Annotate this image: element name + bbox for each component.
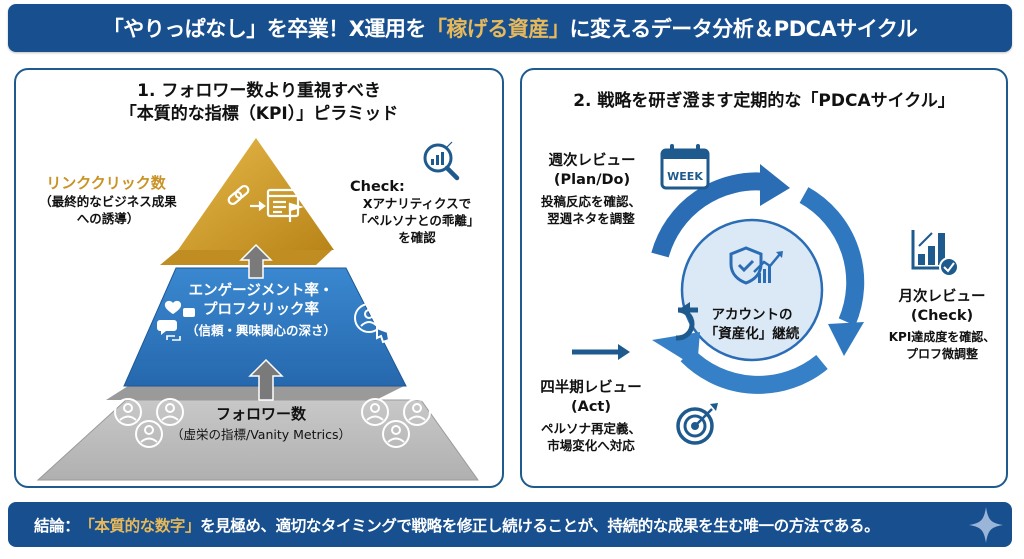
check-line1: Xアナリティクスで bbox=[362, 196, 472, 211]
middle-tier-shadow bbox=[106, 386, 404, 400]
comment-icon bbox=[157, 320, 177, 335]
retweet-icon bbox=[166, 335, 181, 341]
cycle-arrow-bottom bbox=[652, 332, 828, 394]
conclusion-banner: 結論：「本質的な数字」を見極め、適切なタイミングで戦略を修正し続けることが、持続… bbox=[8, 502, 1012, 547]
pyramid-graphic bbox=[36, 138, 479, 481]
middle-tier-description: （信頼・興味関心の深さ） bbox=[185, 323, 336, 338]
title-prefix: 「やりっぱなし」を卒業！X運用を bbox=[102, 17, 427, 41]
quarterly-line1: ペルソナ再定義、 bbox=[540, 421, 641, 436]
check-line2: 「ペルソナとの乖離」 bbox=[354, 213, 480, 228]
base-tier-label: フォロワー数 bbox=[215, 405, 306, 423]
middle-tier-label-line1: エンゲージメント率・ bbox=[188, 283, 334, 299]
top-tier-description-line2: への誘導） bbox=[76, 211, 140, 226]
monthly-title: 月次レビュー bbox=[898, 289, 986, 305]
title-suffix: に変えるデータ分析＆PDCAサイクル bbox=[569, 17, 918, 41]
base-tier-description: （虚栄の指標/Vanity Metrics） bbox=[171, 427, 351, 442]
weekly-title: 週次レビュー bbox=[548, 153, 636, 169]
center-line2: 「資産化」継続 bbox=[704, 326, 800, 342]
conclusion-highlight: 「本質的な数字」 bbox=[79, 516, 201, 535]
title-highlight: 「稼げる資産」 bbox=[425, 17, 570, 41]
center-circle bbox=[680, 218, 824, 362]
kpi-pyramid-panel: 1. フォロワー数より重視すべき 「本質的な指標（KPI）」ピラミッド bbox=[14, 68, 504, 488]
pyramid-title-line2: 「本質的な指標（KPI）」ピラミッド bbox=[119, 104, 399, 124]
quarterly-line2: 市場変化へ対応 bbox=[547, 438, 635, 453]
pdca-title: 2. 戦略を研ぎ澄ます定期的な「PDCAサイクル」 bbox=[573, 91, 955, 111]
pyramid-title-line1: 1. フォロワー数より重視すべき bbox=[137, 81, 381, 101]
check-line3: を確認 bbox=[398, 230, 436, 245]
sparkle-icon bbox=[969, 507, 1003, 543]
header-banner: 「やりっぱなし」を卒業！X運用を「稼げる資産」に変えるデータ分析＆PDCAサイク… bbox=[8, 4, 1012, 52]
quarterly-phase: (Act) bbox=[570, 399, 611, 415]
pdca-graphic: WEEK bbox=[572, 144, 959, 445]
conclusion-suffix: を見極め、適切なタイミングで戦略を修正し続けることが、持続的な成果を生む唯一の方… bbox=[200, 516, 880, 535]
target-icon bbox=[676, 403, 718, 445]
conclusion-prefix: 結論： bbox=[34, 516, 80, 535]
check-heading: Check: bbox=[350, 179, 405, 195]
middle-tier-label-line2: プロフクリック率 bbox=[203, 302, 319, 318]
monthly-line2: プロフ微調整 bbox=[905, 347, 978, 361]
u-turn-arrow-icon bbox=[572, 302, 698, 360]
top-tier bbox=[178, 138, 334, 250]
top-tier-description-line1: （最終的なビジネス成果 bbox=[39, 194, 177, 209]
monthly-line1: KPI達成度を確認、 bbox=[888, 330, 996, 344]
bar-chart-check-icon bbox=[911, 230, 959, 277]
user-group-icon bbox=[114, 398, 184, 448]
shield-growth-icon bbox=[729, 246, 783, 285]
profile-click-icon bbox=[354, 303, 394, 344]
link-to-landing-page-icon bbox=[227, 184, 304, 222]
up-arrow-icon bbox=[248, 358, 284, 401]
middle-tier bbox=[123, 267, 407, 387]
cycle-arrow-right bbox=[799, 187, 865, 356]
pdca-cycle-panel: 2. 戦略を研ぎ澄ます定期的な「PDCAサイクル」 bbox=[520, 68, 1008, 488]
center-line1: アカウントの bbox=[711, 307, 793, 323]
quarterly-title: 四半期レビュー bbox=[540, 380, 642, 396]
weekly-line2: 翌週ネタを調整 bbox=[547, 211, 635, 226]
magnifier-chart-icon bbox=[423, 141, 460, 181]
cycle-arrow-top bbox=[651, 164, 790, 258]
calendar-week-icon bbox=[660, 144, 710, 190]
user-group-icon bbox=[361, 398, 431, 448]
reply-icon bbox=[183, 308, 195, 317]
weekly-line1: 投稿反応を確認、 bbox=[540, 194, 641, 209]
calendar-week-label: WEEK bbox=[667, 170, 703, 183]
monthly-phase: (Check) bbox=[910, 308, 974, 324]
weekly-phase: (Plan/Do) bbox=[553, 172, 631, 188]
up-arrow-icon bbox=[239, 243, 273, 279]
heart-icon bbox=[164, 300, 182, 314]
top-tier-label: リンククリック数 bbox=[46, 174, 166, 192]
